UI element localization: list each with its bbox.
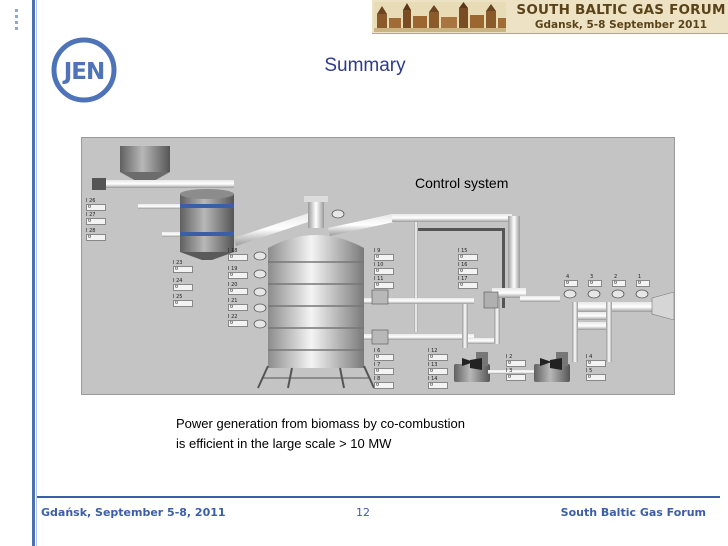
- forum-banner: SOUTH BALTIC GAS FORUM Gdansk, 5-8 Septe…: [372, 0, 728, 34]
- tag-value-field[interactable]: 0: [374, 282, 394, 289]
- tag-label: I 11: [374, 276, 384, 282]
- tag-value-field[interactable]: 0: [228, 272, 248, 279]
- tag-value-field[interactable]: 0: [612, 280, 626, 287]
- tag-label: I 2: [506, 354, 513, 360]
- tag-value-field[interactable]: 0: [588, 280, 602, 287]
- tag-value-field[interactable]: 0: [374, 382, 394, 389]
- manifold-pipe: [572, 302, 672, 312]
- tag-value-field[interactable]: 0: [374, 268, 394, 275]
- manifold-valves: [563, 289, 649, 299]
- tag-value-field[interactable]: 0: [374, 354, 394, 361]
- tag-label: I 27: [86, 212, 96, 218]
- process-diagram: [92, 146, 674, 389]
- tag-value-field[interactable]: 0: [506, 374, 526, 381]
- boiler-tank: [257, 235, 375, 389]
- tag-label: 2: [614, 274, 618, 280]
- tag-value-field[interactable]: 0: [86, 204, 106, 211]
- slide-title: Summary: [324, 55, 406, 76]
- footer: Gdańsk, September 5-8, 2011 12 South Bal…: [37, 499, 720, 529]
- tag-label: I 21: [228, 298, 238, 304]
- tag-label: I 17: [458, 276, 468, 282]
- tag-label: I 12: [428, 348, 438, 354]
- left-accent-line: [36, 0, 37, 546]
- tag-value-field[interactable]: 0: [506, 360, 526, 367]
- tag-label: I 4: [586, 354, 593, 360]
- tag-value-field[interactable]: 0: [458, 282, 478, 289]
- tag-label: I 18: [228, 248, 238, 254]
- tag-value-field[interactable]: 0: [636, 280, 650, 287]
- tag-value-field[interactable]: 0: [228, 288, 248, 295]
- tag-label: 1: [638, 274, 642, 280]
- pump-left: [454, 352, 490, 382]
- tag-label: I 28: [86, 228, 96, 234]
- tag-label: I 15: [458, 248, 468, 254]
- banner-subtitle: Gdansk, 5-8 September 2011: [534, 19, 708, 31]
- tag-label: I 20: [228, 282, 238, 288]
- tag-label: I 7: [374, 362, 381, 368]
- tag-label: I 10: [374, 262, 384, 268]
- tag-label: I 13: [428, 362, 438, 368]
- tag-label: I 6: [374, 348, 381, 354]
- tag-label: I 26: [86, 198, 96, 204]
- tag-value-field[interactable]: 0: [428, 354, 448, 361]
- tag-value-field[interactable]: 0: [564, 280, 578, 287]
- body-text-line: is efficient in the large scale > 10 MW: [176, 436, 392, 451]
- tag-label: I 22: [228, 314, 238, 320]
- tag-value-field[interactable]: 0: [586, 360, 606, 367]
- control-system-panel: Control system I 26 0 I 27 0 I 28 0 I 23…: [81, 137, 675, 395]
- tag-label: 4: [566, 274, 570, 280]
- tag-label: I 19: [228, 266, 238, 272]
- tag-label: 3: [590, 274, 594, 280]
- footer-event-date: Gdańsk, September 5-8, 2011: [41, 506, 226, 519]
- tag-value-field[interactable]: 0: [86, 218, 106, 225]
- tag-label: I 5: [586, 368, 593, 374]
- storage-silo: [120, 146, 170, 182]
- tag-label: I 8: [374, 376, 381, 382]
- feeder-vessel: [180, 189, 234, 260]
- pump-right: [534, 352, 570, 382]
- body-text-line: Power generation from biomass by co-comb…: [176, 416, 466, 431]
- control-system-caption: Control system: [415, 175, 509, 191]
- tag-label: I 9: [374, 248, 381, 254]
- tag-value-field[interactable]: 0: [458, 268, 478, 275]
- tag-value-field[interactable]: 0: [586, 374, 606, 381]
- feed-pipe-top: [92, 180, 234, 188]
- duct-to-boiler: [234, 212, 314, 246]
- flue-pipe-right: [508, 216, 520, 296]
- footer-event-name: South Baltic Gas Forum: [560, 506, 706, 519]
- flue-pipe-top: [392, 214, 512, 222]
- gdansk-skyline-icon: [374, 2, 506, 32]
- page-number: 12: [356, 506, 370, 519]
- tag-label: I 14: [428, 376, 438, 382]
- tag-value-field[interactable]: 0: [428, 368, 448, 375]
- tag-value-field[interactable]: 0: [374, 254, 394, 261]
- tag-label: I 24: [173, 278, 183, 284]
- burner-nozzles: [253, 251, 267, 329]
- tag-label: I 16: [458, 262, 468, 268]
- logo-text: JEN: [62, 59, 105, 85]
- tag-value-field[interactable]: 0: [228, 304, 248, 311]
- tag-value-field[interactable]: 0: [173, 300, 193, 307]
- corner-dots-decoration: [10, 6, 24, 46]
- tag-label: I 25: [173, 294, 183, 300]
- body-text: Power generation from biomass by co-comb…: [176, 414, 556, 454]
- tag-value-field[interactable]: 0: [173, 266, 193, 273]
- tag-label: I 23: [173, 260, 183, 266]
- left-accent-bar: [32, 0, 35, 546]
- jen-logo-icon: JEN: [51, 37, 117, 103]
- footer-divider: [37, 496, 720, 498]
- tag-value-field[interactable]: 0: [228, 320, 248, 327]
- tag-value-field[interactable]: 0: [228, 254, 248, 261]
- banner-title: SOUTH BALTIC GAS FORUM: [516, 2, 726, 18]
- tag-value-field[interactable]: 0: [86, 234, 106, 241]
- tag-value-field[interactable]: 0: [458, 254, 478, 261]
- tag-label: I 3: [506, 368, 513, 374]
- tag-value-field[interactable]: 0: [374, 368, 394, 375]
- tag-value-field[interactable]: 0: [428, 382, 448, 389]
- tag-value-field[interactable]: 0: [173, 284, 193, 291]
